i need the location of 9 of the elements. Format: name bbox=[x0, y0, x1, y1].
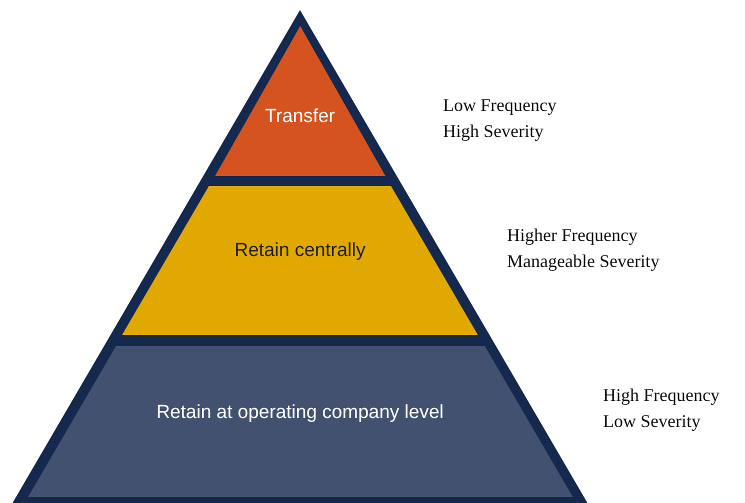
tier-label: Retain centrally bbox=[234, 240, 366, 262]
tier-annotation: High Severity bbox=[443, 120, 544, 143]
tier-annotation: Higher Frequency bbox=[507, 224, 638, 247]
tier-annotation: Low Frequency bbox=[443, 94, 556, 117]
tier-label: Transfer bbox=[264, 106, 335, 128]
tier-annotation: High Frequency bbox=[603, 384, 720, 407]
tier-label: Retain at operating company level bbox=[156, 402, 444, 424]
tier-annotation: Low Severity bbox=[603, 410, 700, 433]
tier-annotation: Manageable Severity bbox=[507, 250, 660, 273]
